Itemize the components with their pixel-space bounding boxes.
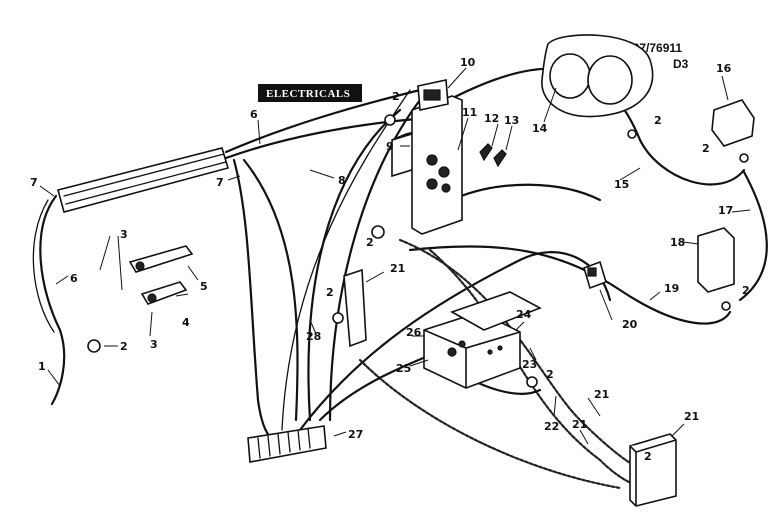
plug-20 xyxy=(583,260,607,290)
callout-6: 6 xyxy=(70,272,78,285)
knob-13 xyxy=(493,149,507,168)
callout-11: 11 xyxy=(462,106,477,119)
callout-2: 2 xyxy=(366,236,374,249)
switch-5 xyxy=(128,245,194,273)
callout-28: 28 xyxy=(306,330,321,343)
callout-14: 14 xyxy=(532,122,548,135)
callout-10: 10 xyxy=(460,56,476,69)
callout-7: 7 xyxy=(216,176,224,189)
callout-9: 9 xyxy=(386,140,394,153)
callout-13: 13 xyxy=(504,114,519,127)
callout-2: 2 xyxy=(742,284,750,297)
callout-17: 17 xyxy=(718,204,733,217)
callouts: 1 2 2 2 2 2 2 2 2 2 3 3 4 5 6 6 7 7 8 9 … xyxy=(30,56,750,463)
sensor-16 xyxy=(711,99,755,147)
callout-22: 22 xyxy=(544,420,559,433)
harness-wires xyxy=(32,67,768,490)
callout-7: 7 xyxy=(30,176,38,189)
connector xyxy=(87,114,749,388)
switch-4 xyxy=(140,281,188,305)
callout-12: 12 xyxy=(484,112,499,125)
callout-16: 16 xyxy=(716,62,732,75)
callout-2: 2 xyxy=(120,340,128,353)
callout-21: 21 xyxy=(572,418,587,431)
callout-27: 27 xyxy=(348,428,363,441)
callout-20: 20 xyxy=(622,318,638,331)
callout-2: 2 xyxy=(546,368,554,381)
callout-18: 18 xyxy=(670,236,685,249)
callout-24: 24 xyxy=(516,308,532,321)
control-board xyxy=(411,79,463,235)
callout-5: 5 xyxy=(200,280,208,293)
callout-2: 2 xyxy=(392,90,400,103)
junction-box xyxy=(629,433,677,507)
callout-19: 19 xyxy=(664,282,679,295)
callout-21: 21 xyxy=(684,410,699,423)
callout-3: 3 xyxy=(150,338,158,351)
control-module xyxy=(423,291,542,389)
callout-4: 4 xyxy=(182,316,190,329)
callout-2: 2 xyxy=(326,286,334,299)
relay-18 xyxy=(697,227,735,293)
callout-8: 8 xyxy=(338,174,346,187)
callout-25: 25 xyxy=(396,362,411,375)
callout-26: 26 xyxy=(406,326,422,339)
callout-6: 6 xyxy=(250,108,258,121)
callout-21: 21 xyxy=(390,262,405,275)
callout-1: 1 xyxy=(38,360,46,373)
wire-channel xyxy=(57,147,230,213)
callout-2: 2 xyxy=(654,114,662,127)
svg-text:ELECTRICALS: ELECTRICALS xyxy=(266,88,350,100)
sheet-code: D3 xyxy=(673,57,689,71)
terminal-strip xyxy=(247,425,327,463)
callout-2: 2 xyxy=(644,450,652,463)
callout-21: 21 xyxy=(594,388,609,401)
callout-3: 3 xyxy=(120,228,128,241)
callout-2: 2 xyxy=(702,142,710,155)
knob-12 xyxy=(479,143,493,162)
bracket-21 xyxy=(343,268,367,348)
leader-lines xyxy=(39,67,751,445)
display-panel xyxy=(541,34,654,118)
callout-23: 23 xyxy=(522,358,537,371)
callout-15: 15 xyxy=(614,178,629,191)
electricals-banner: ELECTRICALS xyxy=(258,84,362,102)
